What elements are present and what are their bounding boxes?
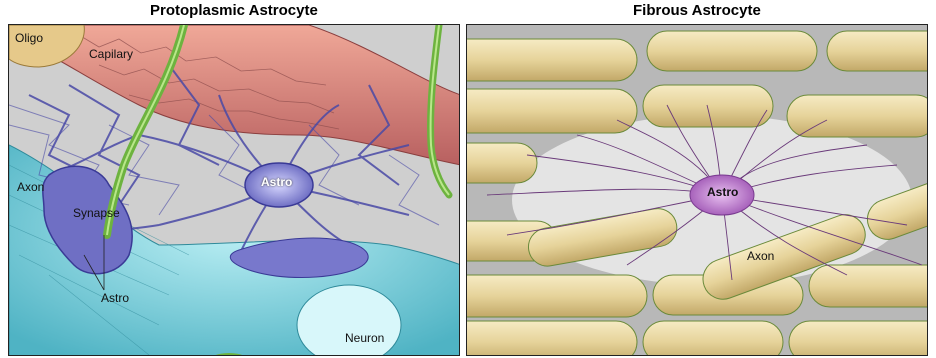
label-astro-lower: Astro xyxy=(101,291,129,305)
title-fibrous: Fibrous Astrocyte xyxy=(633,2,761,19)
label-neuron: Neuron xyxy=(345,331,384,345)
fibrous-panel: Astro Axon xyxy=(466,24,928,356)
fibrous-illustration xyxy=(467,25,928,356)
title-protoplasmic: Protoplasmic Astrocyte xyxy=(150,2,318,19)
label-oligo: Oligo xyxy=(15,31,43,45)
label-capillary: Capilary xyxy=(89,47,133,61)
protoplasmic-panel: Oligo Capilary Axon Synapse Astro Astro … xyxy=(8,24,460,356)
label-astro-main: Astro xyxy=(261,175,292,189)
protoplasmic-illustration xyxy=(9,25,460,356)
label-axon-left: Axon xyxy=(17,180,44,194)
label-astro-fibrous: Astro xyxy=(707,185,738,199)
label-synapse: Synapse xyxy=(73,206,120,220)
label-axon-fibrous: Axon xyxy=(747,249,774,263)
